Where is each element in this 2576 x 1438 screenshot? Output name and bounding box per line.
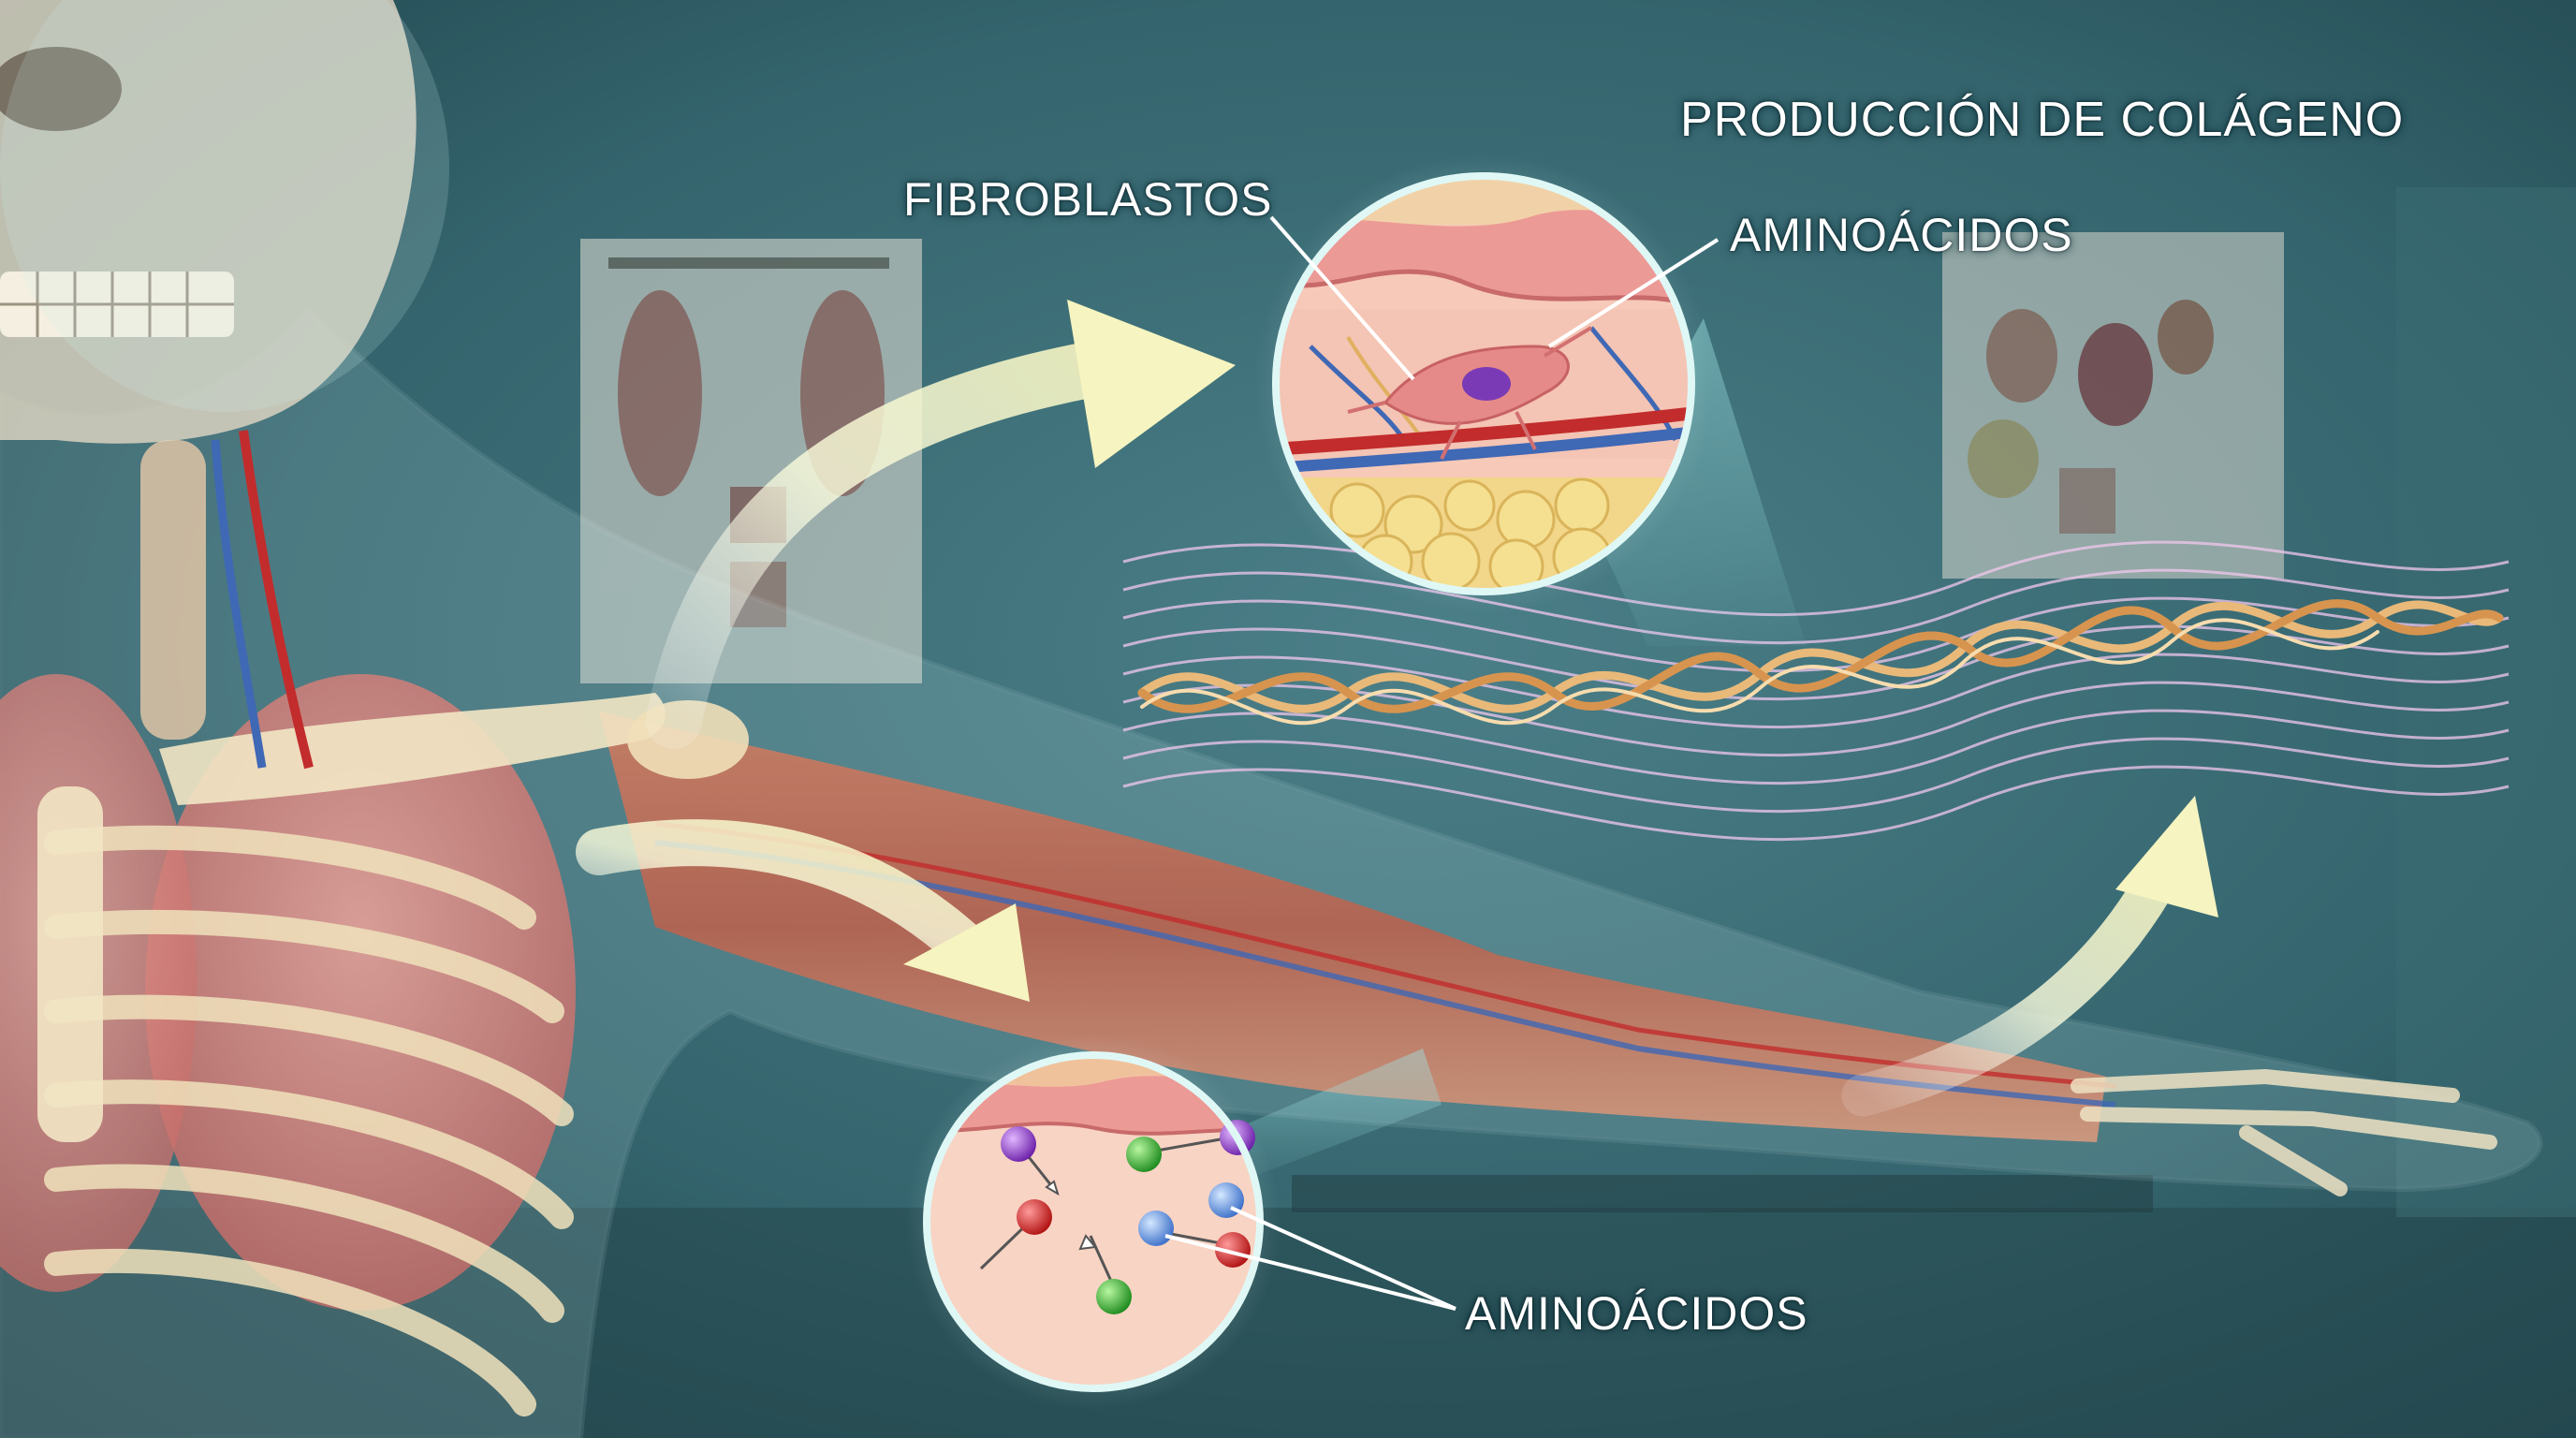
- molecule-red-2: [1215, 1232, 1251, 1268]
- arrow-hand-to-collagen: [1841, 796, 2218, 1117]
- head-skin: [0, 0, 449, 412]
- label-amino-acids-bottom: AMINOÁCIDOS: [1465, 1287, 1808, 1340]
- collagen-helix: [1137, 599, 2504, 726]
- circle-frame-top: [1272, 172, 1695, 595]
- bond-line-4: [1089, 1235, 1116, 1288]
- label-fibroblasts: FIBROBLASTOS: [903, 173, 1273, 226]
- eye-socket: [0, 47, 122, 131]
- zoom-beam: [1591, 318, 1807, 646]
- molecule-purple: [1001, 1126, 1036, 1162]
- arm-muscles: [599, 712, 2106, 1142]
- sternum: [37, 786, 103, 1142]
- exam-table: [1292, 1175, 2153, 1212]
- molecule-red: [1017, 1199, 1052, 1235]
- carotid-artery: [239, 430, 314, 770]
- clavicle: [159, 693, 666, 805]
- leader-line-amino-top: [1547, 238, 1720, 348]
- leader-line-amino-bottom-2: [1164, 1234, 1456, 1311]
- leader-line-fibroblasts: [1269, 215, 1415, 381]
- zoom-beam-lower: [1226, 1049, 1442, 1180]
- arrow-shoulder-to-aminoacids: [576, 819, 1030, 1002]
- anatomy-poster-right: [1942, 232, 2284, 579]
- molecule-green-2: [1096, 1279, 1132, 1314]
- jugular-vein: [211, 439, 267, 769]
- bond-line-2: [1150, 1136, 1232, 1153]
- molecule-green: [1126, 1137, 1162, 1172]
- cabinet: [2396, 187, 2576, 1217]
- teeth-lines: [0, 271, 234, 337]
- leader-line-amino-bottom-1: [1230, 1206, 1456, 1311]
- arrow-shoulder-to-fibroblasts: [646, 300, 1236, 749]
- fibroblast-magnifier: [1276, 176, 1691, 592]
- reaction-arrow-icon: [1045, 1180, 1060, 1196]
- reaction-arrow-icon-2: [1078, 1234, 1097, 1251]
- trachea: [140, 440, 206, 740]
- rib-cage: [44, 825, 574, 1416]
- molecule-blue-2: [1138, 1211, 1174, 1246]
- diagram-title: PRODUCCIÓN DE COLÁGENO: [1680, 93, 2405, 147]
- label-amino-acids-top: AMINOÁCIDOS: [1730, 209, 2073, 261]
- hand-bones: [2071, 1069, 2497, 1196]
- body-silhouette: [0, 304, 2543, 1438]
